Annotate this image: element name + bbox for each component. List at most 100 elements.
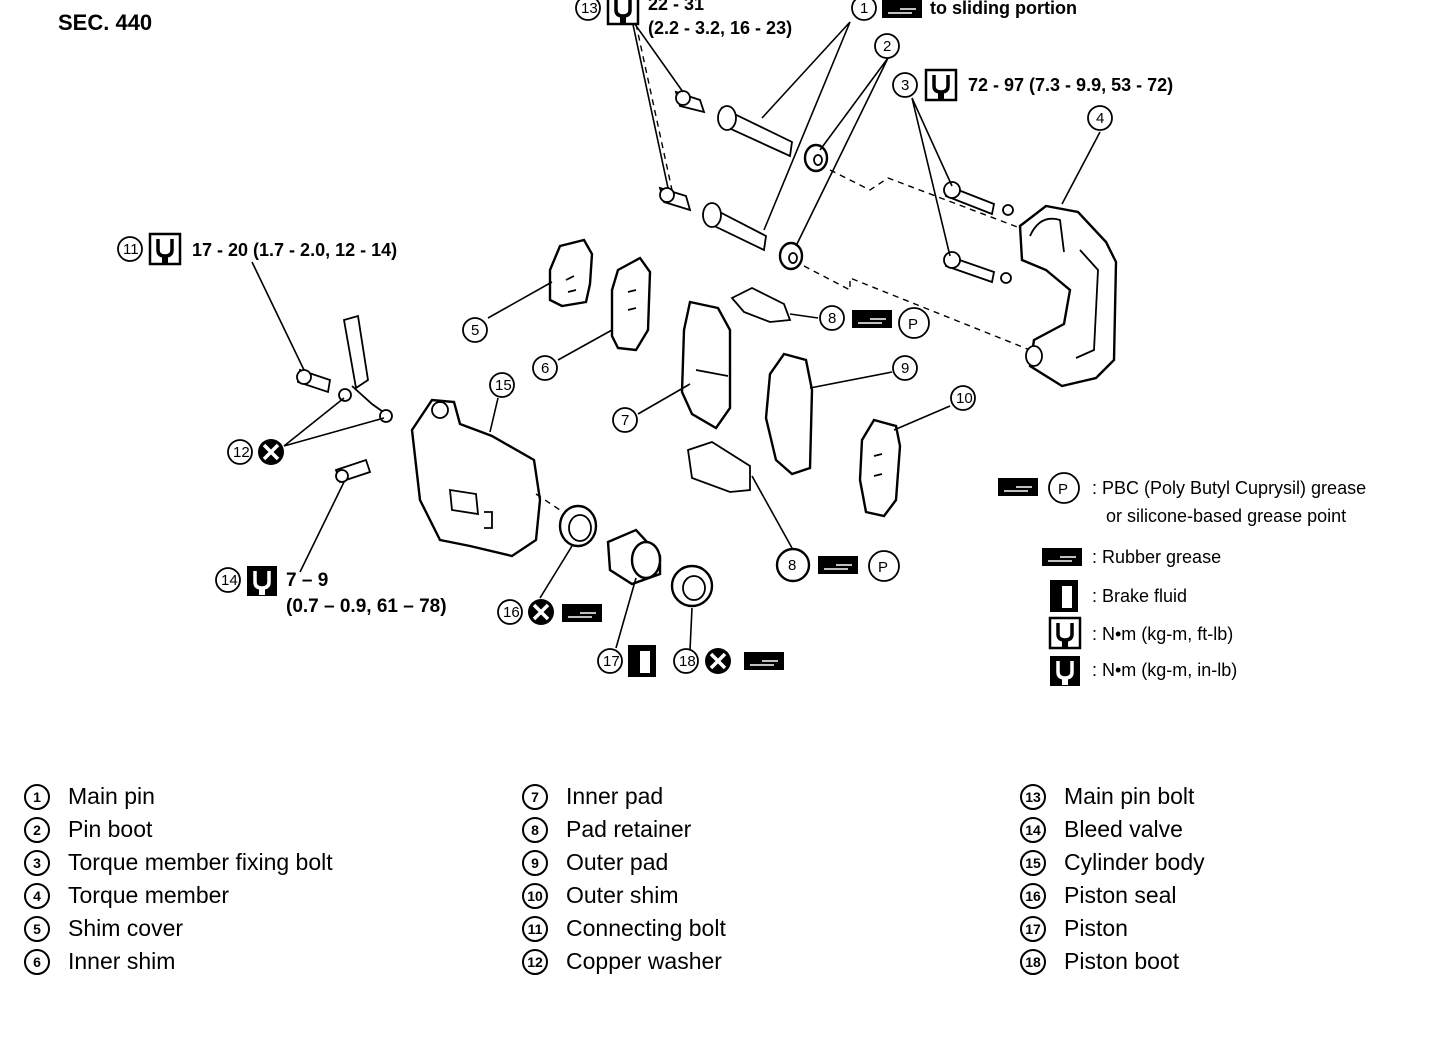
part-name: Pad retainer [566, 816, 692, 842]
callout-1: 1 to sliding portion [851, 0, 1077, 21]
part-name: Inner shim [68, 948, 176, 974]
svg-text:22 - 31: 22 - 31 [648, 0, 704, 14]
brake-fluid-icon [1050, 580, 1078, 612]
legend-pbc-line2: or silicone-based grease point [1106, 506, 1346, 526]
outer-pad [764, 352, 814, 476]
part-name: Bleed valve [1064, 816, 1183, 842]
part-number: 18 [1020, 948, 1046, 975]
callout-16: 16 [497, 597, 603, 627]
callout-10: 10 [950, 385, 976, 411]
part-number: 6 [24, 948, 50, 975]
main-pin-bolt-lower [658, 186, 692, 212]
part-name: Piston seal [1064, 882, 1177, 908]
torque-member-fixing-bolt-lower [943, 251, 1012, 284]
callout-17: 17 [597, 645, 656, 677]
svg-text:11: 11 [123, 241, 139, 258]
part-name: Copper washer [566, 948, 722, 974]
main-pin-bolt-upper [674, 90, 706, 114]
main-pin-lower [702, 202, 767, 252]
copper-washer-lower [379, 409, 393, 423]
list-item: 14 Bleed valve [1020, 813, 1456, 846]
inner-shim [610, 256, 652, 352]
outer-shim [858, 418, 902, 518]
part-number: 8 [522, 816, 548, 843]
leader-lines [251, 19, 1101, 651]
pin-boot-lower [778, 241, 804, 271]
pin-boot-upper [803, 143, 829, 173]
svg-text:(0.7 – 0.9, 61 – 78): (0.7 – 0.9, 61 – 78) [286, 596, 447, 617]
svg-text:3: 3 [901, 77, 909, 94]
copper-washer-upper [338, 388, 352, 402]
svg-text:6: 6 [541, 360, 549, 377]
list-item: 8 Pad retainer [522, 813, 1002, 846]
part-name: Cylinder body [1064, 849, 1205, 875]
part-number: 2 [24, 816, 50, 843]
svg-text:9: 9 [901, 360, 909, 377]
part-number: 4 [24, 882, 50, 909]
part-number: 11 [522, 915, 548, 942]
pad-retainer-upper [730, 286, 792, 323]
svg-text:12: 12 [233, 444, 250, 461]
part-name: Pin boot [68, 816, 153, 842]
callout-13: 13 22 - 31 (2.2 - 3.2, 16 - 23) [575, 0, 792, 38]
list-item: 6 Inner shim [24, 945, 504, 978]
svg-text:8: 8 [828, 310, 836, 327]
list-item: 7 Inner pad [522, 780, 1002, 813]
svg-text:18: 18 [679, 653, 696, 670]
callout-4: 4 [1087, 105, 1113, 131]
part-number: 5 [24, 915, 50, 942]
callout-8-lower: 8 P [775, 547, 900, 583]
part-name: Outer shim [566, 882, 679, 908]
part-name: Shim cover [68, 915, 184, 941]
connecting-bolt [296, 368, 332, 394]
part-number: 7 [522, 783, 548, 810]
part-number: 1 [24, 783, 50, 810]
callout-12: 12 [227, 437, 286, 467]
torque-member [1018, 204, 1118, 388]
svg-text:8: 8 [788, 557, 796, 574]
list-item: 5 Shim cover [24, 912, 504, 945]
list-item: 2 Pin boot [24, 813, 504, 846]
callout-18: 18 [673, 646, 785, 676]
legend-pbc-line1: : PBC (Poly Butyl Cuprysil) grease [1092, 478, 1366, 498]
legend-torque-inlb: : N•m (kg-m, in-lb) [1092, 660, 1237, 680]
svg-text:15: 15 [495, 377, 512, 394]
legend-torque-ftlb: : N•m (kg-m, ft-lb) [1092, 624, 1233, 644]
symbol-legend: P : PBC (Poly Butyl Cuprysil) grease or … [997, 472, 1366, 688]
part-number: 14 [1020, 816, 1046, 843]
pbc-grease-icon [997, 477, 1039, 497]
list-item: 18 Piston boot [1020, 945, 1456, 978]
svg-text:(2.2 - 3.2, 16 - 23): (2.2 - 3.2, 16 - 23) [648, 18, 792, 38]
legend-brake-fluid: : Brake fluid [1092, 586, 1187, 606]
svg-text:16: 16 [503, 604, 520, 621]
legend-rubber-grease: : Rubber grease [1092, 547, 1221, 567]
svg-text:1: 1 [860, 0, 868, 17]
cylinder-body [410, 398, 561, 558]
part-number: 9 [522, 849, 548, 876]
svg-text:P: P [908, 316, 918, 333]
svg-text:72 - 97 (7.3 - 9.9, 53 - 72): 72 - 97 (7.3 - 9.9, 53 - 72) [968, 75, 1173, 95]
pad-retainer-lower [687, 441, 751, 493]
part-name: Piston boot [1064, 948, 1180, 974]
svg-text:17: 17 [603, 653, 620, 670]
torque-member-fixing-bolt-upper [943, 181, 1014, 216]
part-name: Piston [1064, 915, 1128, 941]
part-number: 16 [1020, 882, 1046, 909]
callout-3: 3 72 - 97 (7.3 - 9.9, 53 - 72) [892, 68, 1173, 102]
callout-15: 15 [489, 372, 515, 398]
piston-seal [558, 504, 598, 548]
callout-5: 5 [462, 317, 488, 343]
part-number: 13 [1020, 783, 1046, 810]
part-name: Inner pad [566, 783, 664, 809]
rubber-grease-icon [1041, 547, 1083, 567]
svg-text:P: P [1058, 481, 1068, 498]
